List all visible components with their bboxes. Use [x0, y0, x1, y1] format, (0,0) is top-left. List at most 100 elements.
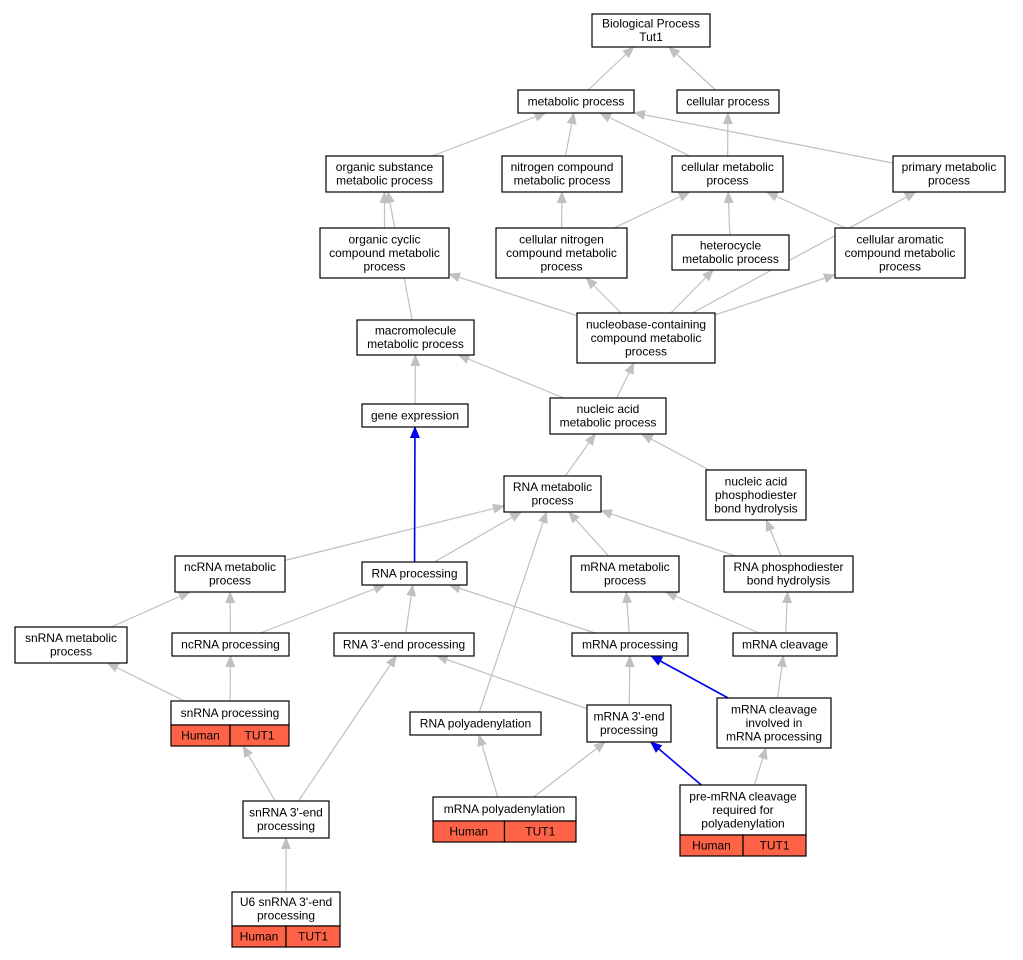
node-box	[432, 796, 577, 822]
node-label: heterocycle	[700, 239, 762, 253]
edge-nucleic-acid-metabolic-process-to-nucleobase-containing-compound-metabolic-process	[616, 362, 635, 399]
node-box	[576, 312, 716, 364]
node-label: RNA processing	[371, 566, 457, 580]
node-label: pre-mRNA cleavage	[689, 789, 797, 803]
node-ncrna-processing[interactable]: ncRNA processing	[171, 632, 290, 657]
edge-nucleic-acid-metabolic-process-to-macromolecule-metabolic-process	[457, 354, 565, 399]
node-label: macromolecule	[375, 324, 457, 338]
node-label: mRNA metabolic	[580, 560, 669, 574]
node-box	[517, 89, 635, 114]
node-box	[723, 555, 854, 593]
node-label: metabolic process	[336, 174, 433, 188]
node-label: metabolic process	[560, 416, 657, 430]
node-label: required for	[712, 803, 773, 817]
node-box	[549, 397, 667, 435]
node-label: mRNA cleavage	[731, 702, 817, 716]
edge-mrna-cleavage-to-rna-phosphodiester-bond-hydrolysis	[782, 591, 793, 634]
node-label: mRNA 3'-end	[594, 710, 665, 724]
node-label: snRNA processing	[181, 706, 280, 720]
node-label: nitrogen compound	[511, 160, 614, 174]
node-label: RNA phosphodiester	[733, 560, 843, 574]
node-label: processing	[600, 723, 658, 737]
node-label: cellular nitrogen	[519, 232, 604, 246]
node-rna-3-end-processing[interactable]: RNA 3'-end processing	[333, 632, 475, 657]
node-label: primary metabolic	[902, 160, 997, 174]
node-cellular-process[interactable]: cellular process	[676, 89, 780, 114]
node-box	[14, 626, 128, 664]
edge-rna-polyadenylation-to-rna-metabolic-process	[478, 511, 548, 713]
node-label: process	[604, 574, 646, 588]
node-label: compound metabolic	[845, 246, 956, 260]
node-label: metabolic process	[528, 94, 625, 108]
node-box	[834, 227, 966, 279]
node-gene-expression[interactable]: gene expression	[361, 403, 469, 428]
node-box	[171, 632, 290, 657]
node-metabolic-process[interactable]: metabolic process	[517, 89, 635, 114]
edge-mrna-cleavage-involved-in-mrna-processing-to-mrna-processing	[650, 655, 729, 699]
node-box	[174, 555, 286, 593]
edge-nucleobase-containing-compound-metabolic-process-to-primary-metabolic-process	[691, 191, 917, 314]
edge-cellular-nitrogen-compound-metabolic-process-to-cellular-metabolic-process	[613, 191, 691, 229]
annotation-species: Human	[449, 825, 488, 839]
annotation-gene: TUT1	[298, 930, 328, 944]
node-label: mRNA polyadenylation	[444, 802, 565, 816]
node-mrna-cleavage[interactable]: mRNA cleavage	[732, 632, 838, 657]
edge-snrna-processing-to-snrna-metabolic-process	[106, 662, 185, 702]
edge-snrna-3-end-processing-to-snrna-processing	[242, 745, 276, 802]
node-label: process	[625, 344, 667, 358]
edge-rna-phosphodiester-bond-hydrolysis-to-nucleic-acid-phosphodiester-bond-hydrolysis	[765, 519, 782, 557]
node-label: metabolic process	[682, 252, 779, 266]
edge-cellular-process-to-biological-process	[668, 46, 716, 91]
node-label: compound metabolic	[591, 331, 702, 345]
edge-mrna-processing-to-rna-processing	[448, 583, 596, 634]
node-label: nucleobase-containing	[586, 317, 706, 331]
node-label: nucleic acid	[577, 402, 640, 416]
edge-nucleobase-containing-compound-metabolic-process-to-cellular-aromatic-compound-metabolic-process	[714, 273, 836, 316]
edge-mrna-polyadenylation-to-rna-polyadenylation	[477, 734, 499, 798]
node-label: process	[706, 174, 748, 188]
edge-pre-mrna-cleavage-required-for-polyadenylation-to-mrna-cleavage-involved-in-mrna-processing	[753, 747, 768, 786]
node-box	[495, 227, 628, 279]
annotation-gene: TUT1	[245, 729, 275, 743]
node-label: nucleic acid	[725, 474, 788, 488]
node-rna-processing[interactable]: RNA processing	[361, 561, 468, 586]
edge-nucleobase-containing-compound-metabolic-process-to-organic-cyclic-compound-metabolic-process	[448, 272, 578, 317]
edge-mrna-cleavage-involved-in-mrna-processing-to-mrna-cleavage	[776, 655, 787, 699]
annotation-species: Human	[240, 930, 279, 944]
node-label: cellular metabolic	[681, 160, 774, 174]
node-label: process	[363, 259, 405, 273]
node-rna-polyadenylation[interactable]: RNA polyadenylation	[409, 711, 542, 736]
edge-nucleobase-containing-compound-metabolic-process-to-heterocycle-metabolic-process	[670, 269, 714, 314]
node-box	[361, 561, 468, 586]
node-mrna-processing[interactable]: mRNA processing	[571, 632, 689, 657]
annotation-species: Human	[181, 729, 220, 743]
edge-mrna-polyadenylation-to-mrna-3-end-processing	[533, 741, 606, 798]
